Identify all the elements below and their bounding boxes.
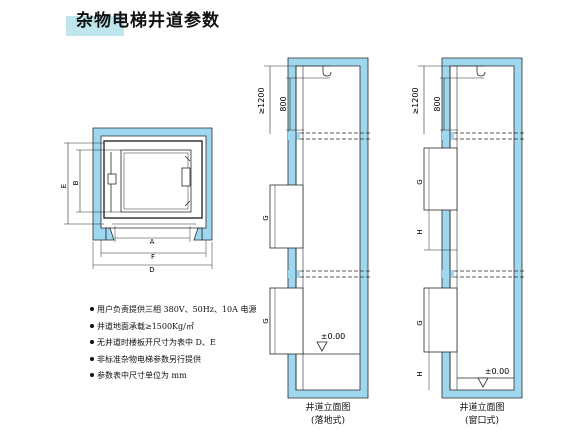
window-opening-lower <box>423 287 458 353</box>
plan-view <box>64 127 213 269</box>
car-inner <box>120 149 192 213</box>
elev-left-dim-top: ≥1200 <box>257 87 266 114</box>
note-item: 参数表中尺寸单位为 mm <box>90 370 256 387</box>
door-panel <box>181 167 191 187</box>
bullet-icon <box>90 340 94 344</box>
bullet-icon <box>90 323 94 328</box>
note-item: 用户负责提供三相 380V、50Hz、10A 电源 <box>90 304 256 321</box>
plan-dim-a: A <box>150 238 155 246</box>
plan-dim-f: F <box>151 253 155 261</box>
plan-wall-lip <box>105 227 115 241</box>
window-opening-upper <box>423 147 458 211</box>
bullet-icon <box>90 373 94 377</box>
plan-dim-b: B <box>72 180 80 185</box>
elevation-floor-type <box>264 57 370 399</box>
title-highlight <box>66 16 124 36</box>
note-item: 井道地面承载≥1500Kg/㎡ <box>90 321 256 338</box>
notes-list: 用户负责提供三相 380V、50Hz、10A 电源 井道地面承载≥1500Kg/… <box>90 304 256 387</box>
elev-right-level: ±0.00 <box>485 367 510 376</box>
note-item: 非标准杂物电梯参数另行提供 <box>90 354 256 371</box>
elev-right-dim-top: ≥1200 <box>411 87 420 114</box>
wall-notch <box>442 132 454 140</box>
elev-left-dim-door: G <box>262 215 270 220</box>
plan-wall-lip-right <box>193 227 203 241</box>
caption-window-type: 井道立面图 (窗口式) <box>459 403 505 426</box>
title-block: 杂物电梯井道参数 <box>66 8 220 36</box>
corner-tick <box>184 200 191 207</box>
door-opening-upper <box>269 184 304 249</box>
caption-floor-type: 井道立面图 (落地式) <box>305 403 351 426</box>
plan-dim-e: E <box>60 184 68 188</box>
elev-right-dim-h-lower: H <box>416 371 424 376</box>
wall-notch <box>442 270 454 278</box>
counterweight <box>107 173 117 185</box>
elev-right-dim-inner: 800 <box>433 96 442 111</box>
hoist-hook <box>322 66 332 77</box>
bullet-icon <box>90 356 94 361</box>
elev-left-level: ±0.00 <box>321 332 346 341</box>
elevation-window-type <box>418 57 524 399</box>
hoist-hook <box>476 66 486 77</box>
page-title: 杂物电梯井道参数 <box>76 11 220 31</box>
bullet-icon <box>90 307 94 311</box>
note-item: 无井道时楼板开尺寸为表中 D、E <box>90 337 256 354</box>
door-opening-lower <box>269 287 304 355</box>
elev-right-dim-g-upper: G <box>416 179 424 184</box>
elev-left-dim-inner: 800 <box>279 96 288 111</box>
elev-right-dim-g-lower: G <box>416 320 424 325</box>
level-mark <box>316 341 328 352</box>
elev-left-dim-door-2: G <box>262 318 270 323</box>
corner-tick <box>184 155 191 162</box>
wall-notch <box>288 270 300 278</box>
plan-dim-d: D <box>149 266 154 274</box>
wall-notch <box>288 132 300 140</box>
elev-right-dim-h-upper: H <box>416 229 424 234</box>
level-mark <box>477 377 489 388</box>
